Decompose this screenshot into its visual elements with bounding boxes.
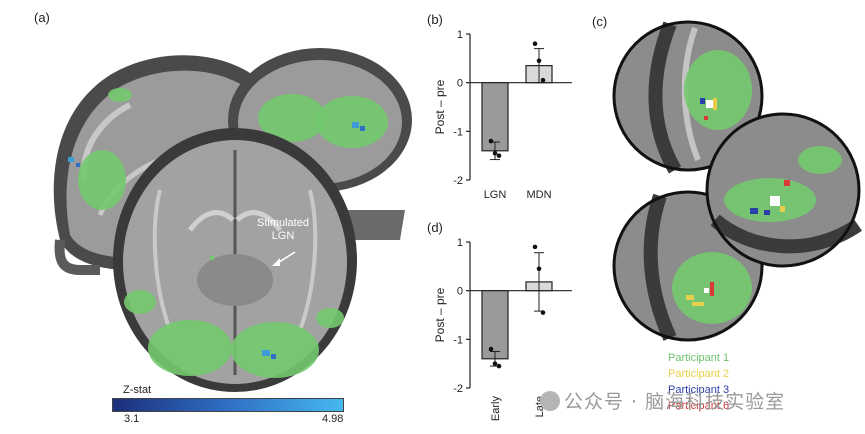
y-axis-label: Post – pre xyxy=(433,79,447,134)
wechat-icon xyxy=(540,391,560,411)
bar-early xyxy=(481,290,509,360)
x-tick-label: MDN xyxy=(526,189,551,201)
legend-participant-6: Participant 6 xyxy=(668,400,730,412)
inset-middle xyxy=(705,112,862,268)
panel-label-c: (c) xyxy=(592,14,608,29)
panel-label-b: (b) xyxy=(427,12,443,27)
y-tick-label: 0 xyxy=(457,78,463,90)
data-point xyxy=(488,138,494,144)
zstat-min-label: 3.1 xyxy=(124,413,140,425)
y-tick-label: -1 xyxy=(453,334,463,346)
axial-slice xyxy=(113,128,357,392)
y-tick-label: -2 xyxy=(453,383,463,395)
legend-participant-1: Participant 1 xyxy=(668,352,730,364)
stimulated-lgn-annotation: Stimulated LGN xyxy=(248,217,318,243)
data-point xyxy=(492,361,498,366)
legend-participant-2: Participant 2 xyxy=(668,368,730,380)
y-axis-label: Post – pre xyxy=(433,287,447,342)
data-point xyxy=(536,266,542,272)
zstat-max-label: 4.98 xyxy=(322,413,344,425)
data-point xyxy=(536,58,542,64)
y-tick-label: 0 xyxy=(457,286,463,298)
y-tick-label: -2 xyxy=(453,175,463,187)
y-tick-label: 1 xyxy=(457,237,463,249)
data-point xyxy=(540,77,546,83)
zoom-insets-figure xyxy=(612,20,862,342)
data-point xyxy=(496,363,502,369)
data-point xyxy=(540,310,546,315)
inset-top xyxy=(612,20,764,174)
annotation-line-2: LGN xyxy=(271,230,295,242)
x-tick-label: LGN xyxy=(484,189,507,201)
brain-slices-figure xyxy=(53,48,412,392)
annotation-line-1: Stimulated xyxy=(257,217,309,229)
data-point xyxy=(532,41,538,47)
watermark: 公众号 · 脑海科技实验室 xyxy=(540,387,785,414)
watermark-text: 公众号 · 脑海科技实验室 xyxy=(564,391,786,413)
data-point xyxy=(488,346,494,352)
zstat-title: Z-stat xyxy=(123,384,152,396)
y-tick-label: 1 xyxy=(457,29,463,41)
panel-label-d: (d) xyxy=(427,220,443,235)
zstat-colorbar xyxy=(112,398,344,412)
x-tick-label: Early xyxy=(490,396,502,422)
data-point xyxy=(492,150,498,156)
panel-label-a: (a) xyxy=(34,10,50,25)
data-point xyxy=(496,153,502,158)
data-point xyxy=(532,244,538,250)
y-tick-label: -1 xyxy=(453,126,463,138)
legend-participant-3: Participant 3 xyxy=(668,384,730,396)
bar-lgn xyxy=(481,82,509,152)
